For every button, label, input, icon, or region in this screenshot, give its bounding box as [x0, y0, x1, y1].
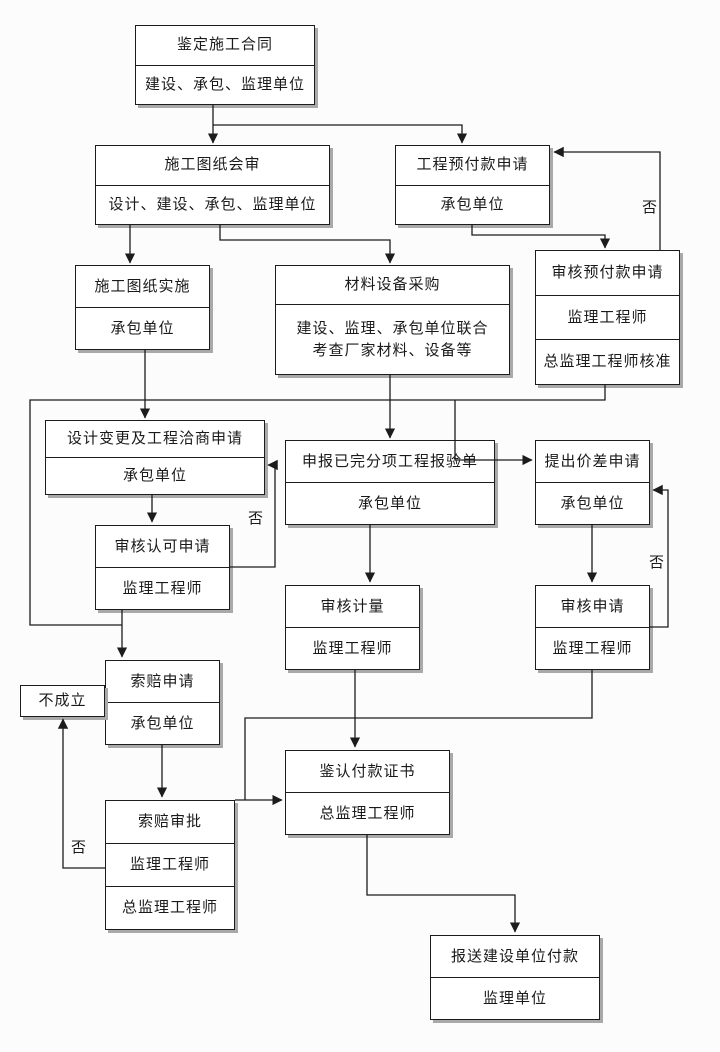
design-change-application-row-1: 承包单位 [46, 457, 264, 494]
submit-payment-to-client-label-1: 监理单位 [482, 989, 547, 1007]
decision-label-no-price-difference: 否 [649, 554, 665, 571]
node-payment-certificate-confirmation: 鉴认付款证书总监理工程师 [285, 750, 450, 835]
quantity-review-label-1: 监理工程师 [312, 639, 393, 657]
drawing-implementation-label-0: 施工图纸实施 [94, 277, 191, 295]
material-equipment-procurement-row-0: 材料设备采购 [276, 266, 509, 304]
review-approval-application-label-0: 审核认可申请 [114, 537, 211, 555]
material-equipment-procurement-label-0: 材料设备采购 [344, 276, 441, 294]
not-established-label-0: 不成立 [38, 692, 87, 710]
sign-construction-contract-label-1: 建设、承包、监理单位 [144, 75, 305, 93]
claim-approval-row-1: 监理工程师 [106, 843, 234, 886]
node-application-review: 审核申请监理工程师 [535, 585, 650, 670]
quantity-review-row-0: 审核计量 [286, 586, 419, 627]
drawing-joint-review-label-0: 施工图纸会审 [164, 156, 261, 174]
price-difference-application-label-0: 提出价差申请 [544, 452, 641, 470]
node-advance-payment-application: 工程预付款申请承包单位 [395, 145, 550, 225]
application-review-row-0: 审核申请 [536, 586, 649, 627]
node-not-established: 不成立 [20, 685, 105, 717]
sign-construction-contract-label-0: 鉴定施工合同 [176, 36, 273, 54]
payment-certificate-confirmation-row-1: 总监理工程师 [286, 792, 449, 834]
node-review-approval-application: 审核认可申请监理工程师 [95, 525, 230, 610]
review-approval-application-row-1: 监理工程师 [96, 567, 229, 609]
payment-certificate-confirmation-label-0: 鉴认付款证书 [319, 762, 416, 780]
decision-label-no-claim: 否 [71, 839, 87, 856]
node-claim-approval: 索赔审批监理工程师总监理工程师 [105, 800, 235, 930]
node-price-difference-application: 提出价差申请承包单位 [535, 440, 650, 525]
claim-application-row-0: 索赔申请 [106, 661, 219, 702]
advance-payment-application-row-0: 工程预付款申请 [396, 146, 549, 185]
completed-work-inspection-report-label-1: 承包单位 [357, 494, 422, 512]
application-review-row-1: 监理工程师 [536, 627, 649, 669]
node-completed-work-inspection-report: 申报已完分项工程报验单承包单位 [285, 440, 495, 525]
advance-payment-review-row-2: 总监理工程师核准 [536, 339, 679, 384]
flow-connector-drawing-review-to-procurement [219, 225, 396, 264]
advance-payment-review-row-0: 审核预付款申请 [536, 251, 679, 295]
design-change-application-label-0: 设计变更及工程洽商申请 [66, 430, 243, 448]
quantity-review-row-1: 监理工程师 [286, 627, 419, 669]
not-established-row-0: 不成立 [21, 686, 104, 716]
drawing-implementation-label-1: 承包单位 [110, 319, 175, 337]
application-review-label-1: 监理工程师 [552, 639, 633, 657]
review-approval-application-label-1: 监理工程师 [122, 579, 203, 597]
design-change-application-row-0: 设计变更及工程洽商申请 [46, 421, 264, 457]
material-equipment-procurement-label-1: 建设、监理、承包单位联合 考查厂家材料、设备等 [296, 319, 489, 359]
quantity-review-label-0: 审核计量 [320, 597, 385, 615]
advance-payment-review-label-1: 监理工程师 [567, 308, 648, 326]
node-claim-application: 索赔申请承包单位 [105, 660, 220, 745]
advance-payment-review-label-2: 总监理工程师核准 [543, 353, 672, 371]
advance-payment-review-label-0: 审核预付款申请 [551, 263, 664, 281]
advance-payment-application-row-1: 承包单位 [396, 184, 549, 225]
flow-connector-payment-certificate-to-submit-payment [366, 835, 521, 933]
completed-work-inspection-report-row-1: 承包单位 [286, 482, 494, 524]
completed-work-inspection-report-row-0: 申报已完分项工程报验单 [286, 441, 494, 482]
node-material-equipment-procurement: 材料设备采购建设、监理、承包单位联合 考查厂家材料、设备等 [275, 265, 510, 375]
advance-payment-review-row-1: 监理工程师 [536, 294, 679, 340]
payment-certificate-confirmation-label-1: 总监理工程师 [319, 804, 416, 822]
submit-payment-to-client-row-0: 报送建设单位付款 [431, 936, 599, 977]
drawing-joint-review-row-0: 施工图纸会审 [96, 146, 329, 185]
drawing-implementation-row-1: 承包单位 [76, 307, 209, 349]
price-difference-application-label-1: 承包单位 [560, 494, 625, 512]
drawing-implementation-row-0: 施工图纸实施 [76, 266, 209, 307]
decision-label-no-design-change: 否 [248, 510, 264, 527]
flow-connector-advance-application-to-review [471, 225, 611, 249]
review-approval-application-row-0: 审核认可申请 [96, 526, 229, 567]
node-design-change-application: 设计变更及工程洽商申请承包单位 [45, 420, 265, 495]
advance-payment-application-label-0: 工程预付款申请 [416, 156, 529, 174]
drawing-joint-review-row-1: 设计、建设、承包、监理单位 [96, 184, 329, 225]
material-equipment-procurement-row-1: 建设、监理、承包单位联合 考查厂家材料、设备等 [276, 304, 509, 374]
node-sign-construction-contract: 鉴定施工合同建设、承包、监理单位 [135, 25, 315, 105]
design-change-application-label-1: 承包单位 [122, 467, 187, 485]
claim-approval-label-0: 索赔审批 [137, 813, 202, 831]
node-drawing-implementation: 施工图纸实施承包单位 [75, 265, 210, 350]
flow-connector-contract-to-advance-payment [213, 124, 468, 144]
claim-application-row-1: 承包单位 [106, 702, 219, 744]
claim-approval-label-1: 监理工程师 [129, 856, 210, 874]
claim-approval-label-2: 总监理工程师 [121, 899, 218, 917]
sign-construction-contract-row-1: 建设、承包、监理单位 [136, 64, 314, 105]
decision-label-no-advance: 否 [642, 199, 658, 216]
node-advance-payment-review: 审核预付款申请监理工程师总监理工程师核准 [535, 250, 680, 385]
drawing-joint-review-label-1: 设计、建设、承包、监理单位 [108, 195, 317, 213]
advance-payment-application-label-1: 承包单位 [440, 195, 505, 213]
submit-payment-to-client-label-0: 报送建设单位付款 [450, 947, 579, 965]
price-difference-application-row-0: 提出价差申请 [536, 441, 649, 482]
node-quantity-review: 审核计量监理工程师 [285, 585, 420, 670]
claim-approval-row-0: 索赔审批 [106, 801, 234, 843]
price-difference-application-row-1: 承包单位 [536, 482, 649, 524]
sign-construction-contract-row-0: 鉴定施工合同 [136, 26, 314, 65]
node-submit-payment-to-client: 报送建设单位付款监理单位 [430, 935, 600, 1020]
claim-approval-row-2: 总监理工程师 [106, 886, 234, 929]
claim-application-label-0: 索赔申请 [130, 672, 195, 690]
completed-work-inspection-report-label-0: 申报已完分项工程报验单 [301, 452, 478, 470]
submit-payment-to-client-row-1: 监理单位 [431, 977, 599, 1019]
payment-certificate-confirmation-row-0: 鉴认付款证书 [286, 751, 449, 792]
claim-application-label-1: 承包单位 [130, 714, 195, 732]
node-drawing-joint-review: 施工图纸会审设计、建设、承包、监理单位 [95, 145, 330, 225]
application-review-label-0: 审核申请 [560, 597, 625, 615]
